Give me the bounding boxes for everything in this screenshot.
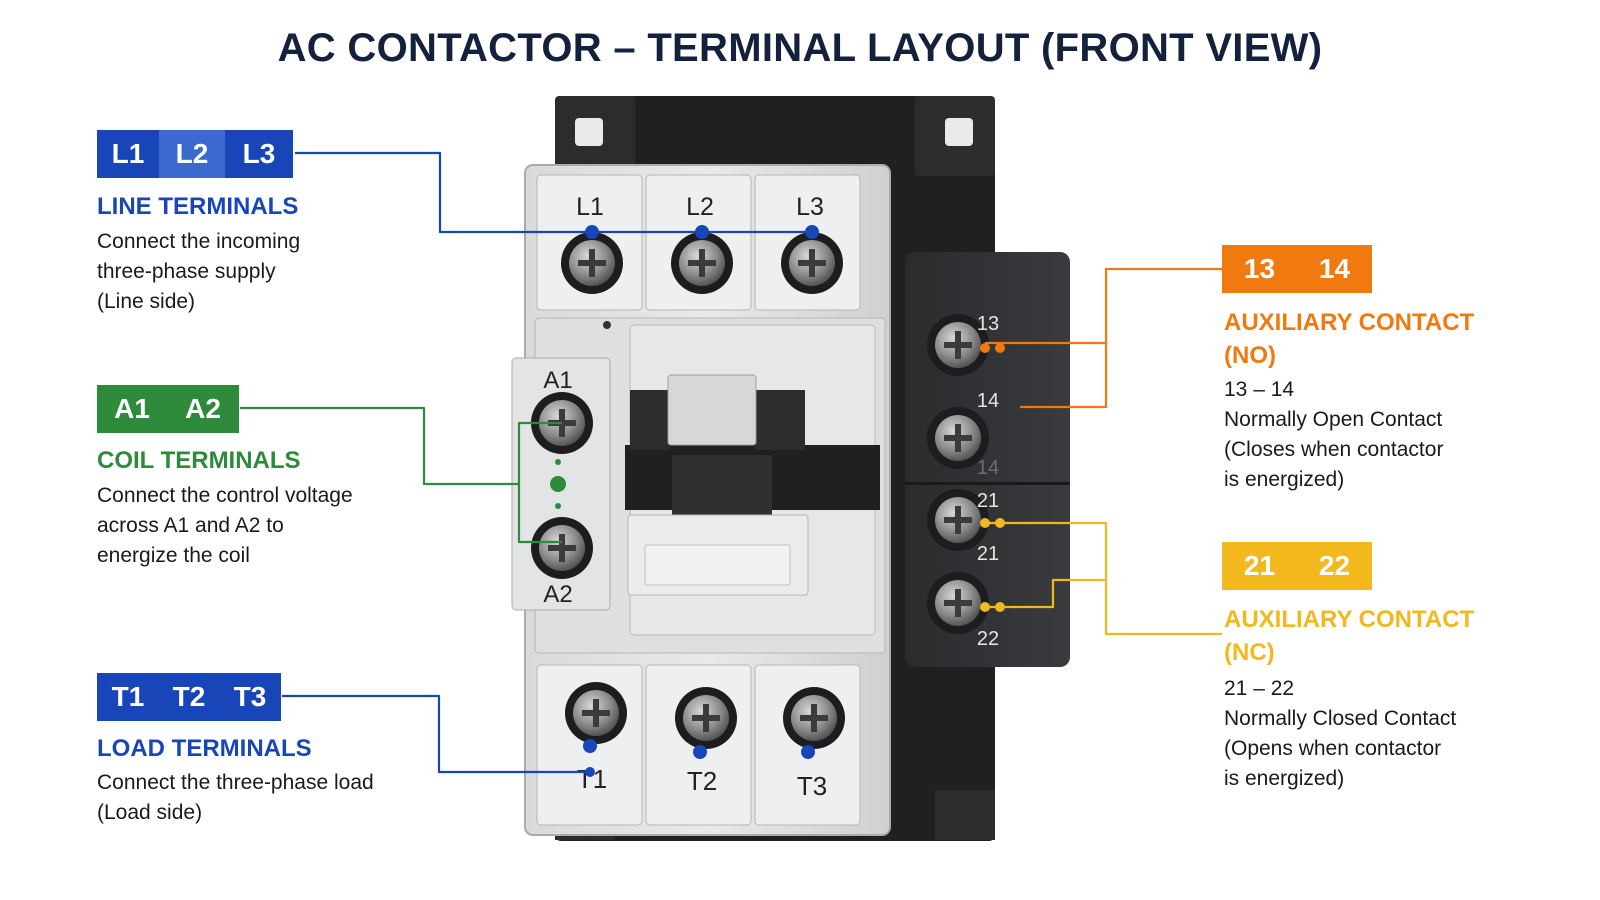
aux-nc-desc-line: is energized) (1224, 767, 1345, 790)
badge-t3: T3 (219, 673, 281, 721)
screw-22 (927, 572, 989, 634)
aux-nc-desc-line: 21 – 22 (1224, 677, 1295, 700)
badge-13: 13 (1222, 245, 1297, 293)
load-terminals-heading: LOAD TERMINALS (97, 735, 312, 762)
screw-t3 (783, 687, 845, 749)
aux-no-desc-line: is energized) (1224, 468, 1345, 491)
device-label-t3: T3 (797, 771, 827, 801)
line-terminals-heading: LINE TERMINALS (97, 193, 299, 220)
device-label-21-upper: 21 (977, 490, 999, 512)
screw-l2 (671, 232, 733, 294)
device-label-22: 22 (977, 628, 999, 650)
aux-no-heading-line: (NO) (1224, 342, 1276, 369)
screw-t1 (565, 682, 627, 744)
coil-bracket (517, 421, 562, 544)
coil-terminals-description: Connect the control voltage across A1 an… (97, 481, 353, 571)
aux-no-desc-line: (Closes when contactor (1224, 438, 1444, 461)
badge-14: 14 (1297, 245, 1372, 293)
aux-nc-badge: 21 22 (1222, 542, 1372, 590)
screw-a2 (531, 517, 593, 579)
leader-line-load-terminals (282, 694, 590, 774)
leader-line-aux-nc (985, 521, 1222, 636)
aux-nc-heading-line: (NC) (1224, 639, 1275, 666)
badge-21: 21 (1222, 542, 1297, 590)
device-label-a2: A2 (543, 581, 572, 608)
aux-nc-desc-line: (Opens when contactor (1224, 737, 1442, 760)
badge-l1: L1 (97, 130, 159, 178)
line-desc-line: Connect the incoming (97, 230, 301, 253)
aux-nc-desc-line: Normally Closed Contact (1224, 707, 1457, 730)
badge-t1: T1 (97, 673, 159, 721)
screw-t2 (675, 687, 737, 749)
device-label-l1: L1 (576, 193, 604, 221)
load-desc-line: (Load side) (97, 801, 203, 824)
leader-line-aux-no (985, 267, 1222, 409)
line-desc-line: (Line side) (97, 290, 196, 313)
line-terminals-badge: L1 L2 L3 (97, 130, 293, 178)
device-label-21: 21 (977, 543, 999, 565)
coil-desc-line: energize the coil (97, 544, 250, 567)
aux-no-desc-line: 13 – 14 (1224, 378, 1295, 401)
device-label-14: 14 (977, 390, 999, 412)
aux-no-desc-line: Normally Open Contact (1224, 408, 1443, 431)
screw-l3 (781, 232, 843, 294)
load-terminals-description: Connect the three-phase load (Load side) (97, 768, 374, 828)
screw-l1 (561, 232, 623, 294)
aux-nc-heading: AUXILIARY CONTACT (NC) (1224, 603, 1474, 669)
badge-t2: T2 (159, 673, 219, 721)
coil-desc-line: Connect the control voltage (97, 484, 353, 507)
badge-l3: L3 (225, 130, 293, 178)
aux-no-description: 13 – 14 Normally Open Contact (Closes wh… (1224, 375, 1443, 495)
coil-desc-line: across A1 and A2 to (97, 514, 284, 537)
coil-terminals-heading: COIL TERMINALS (97, 447, 301, 474)
line-desc-line: three-phase supply (97, 260, 276, 283)
device-label-a1: A1 (543, 367, 572, 394)
line-terminals-description: Connect the incoming three-phase supply … (97, 227, 300, 317)
aux-nc-description: 21 – 22 Normally Closed Contact (Opens w… (1224, 674, 1456, 794)
aux-no-heading-line: AUXILIARY CONTACT (1224, 309, 1475, 336)
mounting-hole (945, 118, 973, 146)
aux-no-badge: 13 14 (1222, 245, 1372, 293)
leader-line-coil (240, 406, 519, 486)
aux-nc-heading-line: AUXILIARY CONTACT (1224, 606, 1475, 633)
badge-a1: A1 (97, 385, 167, 433)
load-terminals-badge: T1 T2 T3 (97, 673, 281, 721)
diagram-title: AC CONTACTOR – TERMINAL LAYOUT (FRONT VI… (277, 26, 1323, 70)
device-label-14-faded: 14 (977, 457, 999, 479)
device-label-l3: L3 (796, 193, 824, 221)
coil-terminals-badge: A1 A2 (97, 385, 239, 433)
badge-22: 22 (1297, 542, 1372, 590)
aux-no-heading: AUXILIARY CONTACT (NO) (1224, 306, 1474, 372)
device-label-t2: T2 (687, 766, 717, 796)
badge-l2: L2 (159, 130, 225, 178)
mounting-hole (575, 118, 603, 146)
connection-dots (550, 225, 1005, 777)
badge-a2: A2 (167, 385, 239, 433)
load-desc-line: Connect the three-phase load (97, 771, 374, 794)
device-label-l2: L2 (686, 193, 714, 221)
device-label-13: 13 (977, 313, 999, 335)
